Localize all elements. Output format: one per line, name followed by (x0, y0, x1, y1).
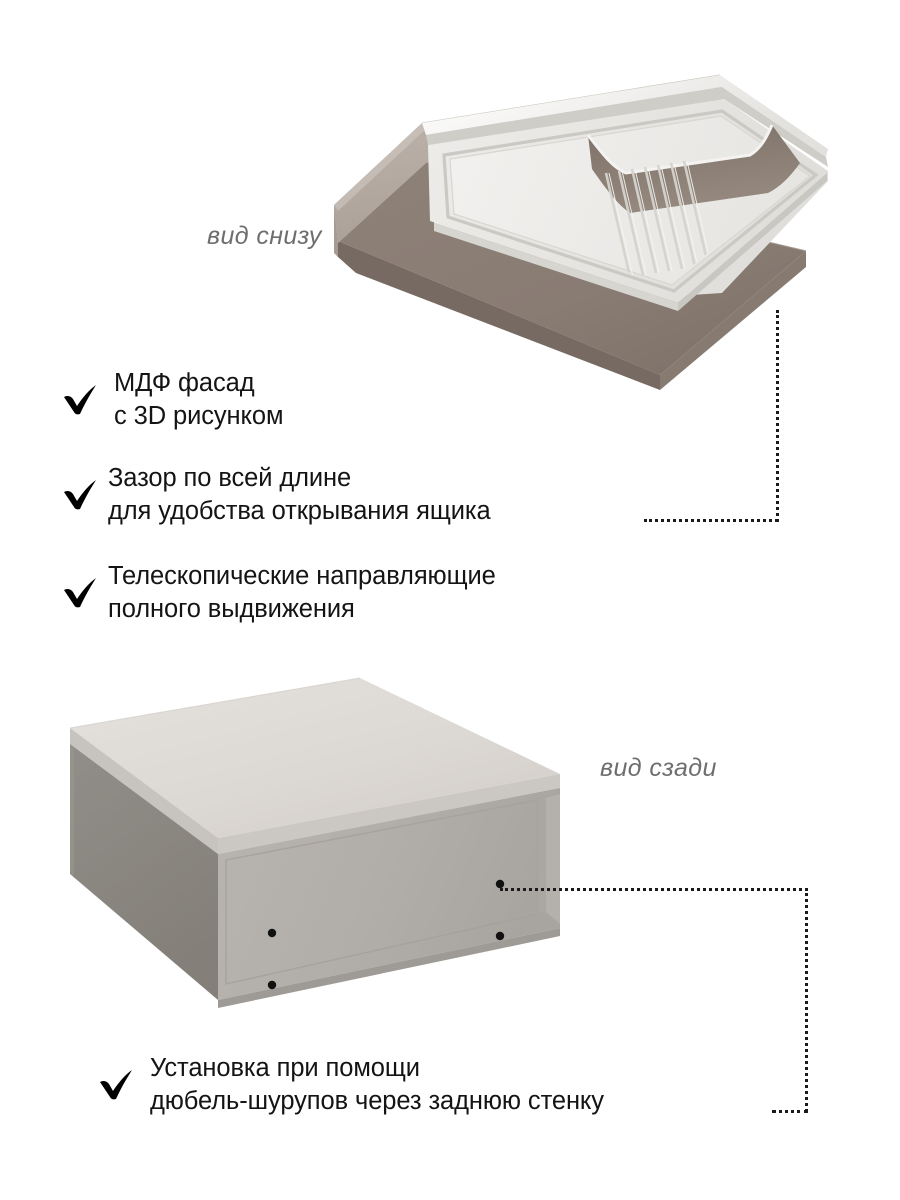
leader-line-gap-horizontal (644, 519, 778, 522)
mdf-facade (422, 75, 828, 311)
leader-line-gap-vertical (776, 310, 779, 522)
leader-line-mounting-vertical (805, 888, 808, 1112)
mounting-holes (267, 879, 505, 990)
drawer-rear-view-illustration (60, 670, 580, 1015)
checkmark-icon (60, 572, 102, 614)
fluted-3d-pattern (604, 160, 712, 278)
feature-label: Зазор по всей длине для удобства открыва… (108, 464, 491, 525)
checkmark-icon (60, 474, 102, 516)
drawer-top-surface (69, 677, 560, 854)
feature-item-gap-full-length: Зазор по всей длине для удобства открыва… (60, 462, 491, 528)
leader-line-mounting-horizontal-bottom (772, 1110, 808, 1113)
feature-item-dowel-screw-mounting: Установка при помощи дюбель-шурупов чере… (96, 1052, 604, 1118)
checkmark-icon (96, 1064, 138, 1106)
feature-label: Телескопические направляющие полного выд… (108, 562, 496, 623)
drawer-bottom-view-illustration (330, 45, 830, 395)
view-label-bottom: вид снизу (207, 222, 322, 250)
feature-label: МДФ фасад с 3D рисунком (114, 369, 284, 430)
leader-line-mounting-horizontal-top (500, 888, 808, 891)
checkmark-icon (60, 379, 102, 421)
drawer-left-side-panel (70, 744, 218, 1000)
feature-item-mdf-facade: МДФ фасад с 3D рисунком (60, 367, 283, 433)
feature-item-telescopic-slides: Телескопические направляющие полного выд… (60, 560, 496, 626)
feature-label: Установка при помощи дюбель-шурупов чере… (150, 1054, 604, 1115)
view-label-rear: вид сзади (600, 754, 717, 782)
drawer-back-panel (218, 788, 560, 1008)
